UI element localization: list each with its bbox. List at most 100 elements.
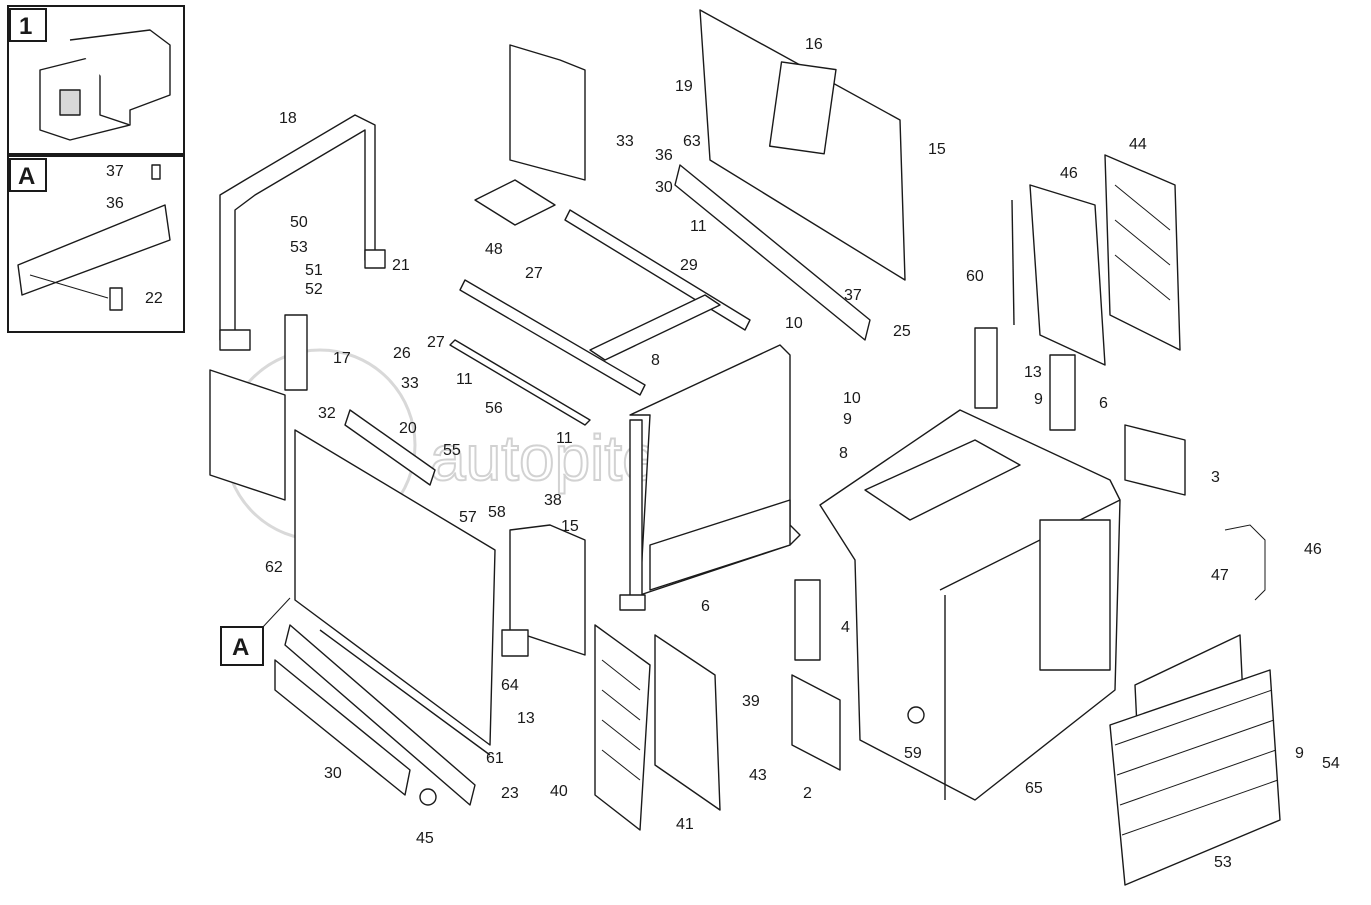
callout: 13 xyxy=(517,710,535,727)
callout: 30 xyxy=(324,765,342,782)
callout: 17 xyxy=(333,350,351,367)
callout: 26 xyxy=(393,345,411,362)
callout: 58 xyxy=(488,504,506,521)
callout: 37 xyxy=(844,287,862,304)
pad-34 xyxy=(209,369,286,501)
callout: 19 xyxy=(675,78,693,95)
callout: 64 xyxy=(501,677,519,694)
callout: 65 xyxy=(1025,780,1043,797)
bar-26 xyxy=(674,164,871,341)
callout: 21 xyxy=(392,257,410,274)
callout: 45 xyxy=(416,830,434,847)
pad-14 xyxy=(974,327,998,409)
frame-46 xyxy=(1029,184,1106,366)
callout: 10 xyxy=(785,315,803,332)
grille-43 xyxy=(594,624,651,831)
view-marker-label: A xyxy=(232,634,249,661)
callout: 9 xyxy=(843,411,852,428)
callout: 60 xyxy=(966,268,984,285)
pad-2 xyxy=(791,674,841,771)
callout: 37 xyxy=(106,163,124,180)
callout: 61 xyxy=(486,750,504,767)
callout: 3 xyxy=(1211,469,1220,486)
strip-22 xyxy=(344,409,436,486)
callout: 15 xyxy=(928,141,946,158)
pad-3 xyxy=(1124,424,1186,496)
callout: 41 xyxy=(676,816,694,833)
pad-50 xyxy=(474,179,556,226)
side-panel-15 xyxy=(294,429,496,746)
callout: 57 xyxy=(459,509,477,526)
callout: 16 xyxy=(805,36,823,53)
callout-labels: 16 19 18 33 63 15 44 36 37 46 30 36 50 1… xyxy=(106,36,1340,871)
pipe-48 xyxy=(1224,524,1266,601)
strip-25 xyxy=(284,624,476,806)
callout: 15 xyxy=(561,518,579,535)
rear-panel xyxy=(699,9,906,281)
callout: 33 xyxy=(401,375,419,392)
rails xyxy=(449,209,751,426)
callout: 50 xyxy=(290,214,308,231)
callout: 55 xyxy=(443,442,461,459)
inset-detail-a: A xyxy=(7,155,185,333)
cab-shell xyxy=(819,409,1121,801)
callout: 56 xyxy=(485,400,503,417)
callout: 36 xyxy=(106,195,124,212)
callout: 51 xyxy=(305,262,323,279)
callout: 9 xyxy=(1295,745,1304,762)
callout: 44 xyxy=(1129,136,1147,153)
callout: 48 xyxy=(485,241,503,258)
bracket-66 xyxy=(501,629,529,657)
callout: 39 xyxy=(742,693,760,710)
callout: 2 xyxy=(803,785,812,802)
pad-4 xyxy=(794,579,821,661)
view-marker-a: A xyxy=(220,597,291,666)
callout: 27 xyxy=(427,334,445,351)
callout: 20 xyxy=(399,420,417,437)
callout: 46 xyxy=(1304,541,1322,558)
callout: 38 xyxy=(544,492,562,509)
callout: 11 xyxy=(690,218,707,235)
callout: 46 xyxy=(1060,165,1078,182)
frame-45 xyxy=(654,634,721,811)
callout: 30 xyxy=(655,179,673,196)
callout: 10 xyxy=(843,390,861,407)
callout: 62 xyxy=(265,559,283,576)
callout: 40 xyxy=(550,783,568,800)
callout: 18 xyxy=(279,110,297,127)
pad-33 xyxy=(509,44,586,181)
callout: 29 xyxy=(680,257,698,274)
callout: 53 xyxy=(1214,854,1232,871)
grille-44 xyxy=(1104,154,1181,351)
callout: 63 xyxy=(683,133,701,150)
callout: 32 xyxy=(318,405,336,422)
callout: 36 xyxy=(655,147,673,164)
callout: 27 xyxy=(525,265,543,282)
callout: 59 xyxy=(904,745,922,762)
callout: 6 xyxy=(701,598,710,615)
callout: 47 xyxy=(1211,567,1229,584)
frame-arch xyxy=(219,114,386,351)
inset-detail-label: A xyxy=(18,163,35,190)
frame-6 xyxy=(619,344,801,611)
callout: 33 xyxy=(616,133,634,150)
inset-overview-label: 1 xyxy=(19,13,32,40)
callout: 9 xyxy=(1034,391,1043,408)
callout: 23 xyxy=(501,785,519,802)
callout: 8 xyxy=(651,352,660,369)
callout: 13 xyxy=(1024,364,1042,381)
callout: 25 xyxy=(893,323,911,340)
knob-61 xyxy=(907,706,925,724)
pad-19 xyxy=(284,314,308,391)
callout: 22 xyxy=(145,290,163,307)
inset-overview: 1 xyxy=(7,5,185,155)
pad-5 xyxy=(1049,354,1076,431)
callout: 43 xyxy=(749,767,767,784)
plug-47 xyxy=(419,788,437,806)
callout: 11 xyxy=(456,371,473,388)
callout: 6 xyxy=(1099,395,1108,412)
strip-32 xyxy=(274,659,411,796)
callout: 53 xyxy=(290,239,308,256)
callout: 4 xyxy=(841,619,850,636)
